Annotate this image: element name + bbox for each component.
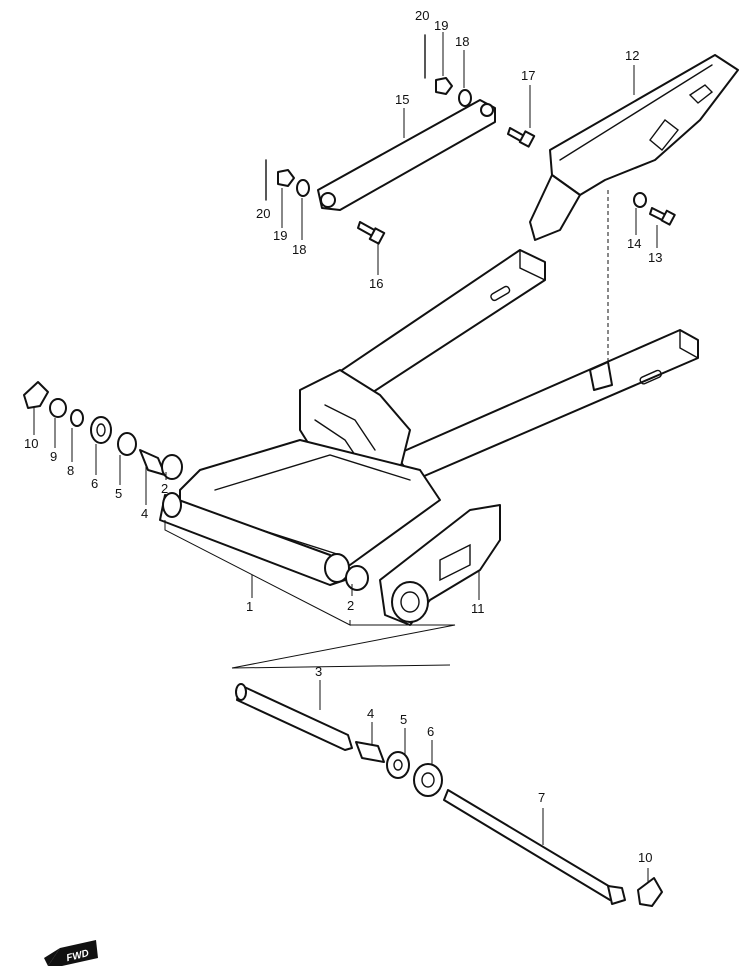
part-8-washer [70, 409, 84, 427]
callout-18: 18 [292, 242, 306, 257]
callout-10: 10 [638, 850, 652, 865]
callout-19: 19 [434, 18, 448, 33]
part-2-bearing-right [345, 565, 369, 591]
callout-6: 6 [91, 476, 98, 491]
part-5-seal-left [117, 432, 137, 456]
callout-17: 17 [521, 68, 535, 83]
part-15-torque-link [317, 99, 496, 211]
callout-18: 18 [455, 34, 469, 49]
part-10-cap-right [637, 877, 663, 907]
callout-11: 11 [471, 601, 485, 616]
callout-10: 10 [24, 436, 38, 451]
leader-lines [33, 32, 658, 882]
part-19-nut-upper [435, 77, 453, 95]
part-7-pivot-shaft [443, 789, 626, 905]
forward-direction-badge: FWD [44, 940, 98, 966]
part-9-nut [49, 398, 67, 418]
part-4-collar-right [355, 741, 385, 763]
callout-6: 6 [427, 724, 434, 739]
part-5-seal-right [386, 751, 410, 779]
callout-3: 3 [315, 664, 322, 679]
part-4-collar-left [139, 449, 166, 476]
callout-15: 15 [395, 92, 409, 107]
callout-14: 14 [627, 236, 641, 251]
callout-5: 5 [400, 712, 407, 727]
part-16-bolt [357, 221, 386, 245]
part-3-spacer-tube [235, 683, 353, 751]
part-12-chain-guard [529, 54, 739, 241]
callout-20: 20 [415, 8, 429, 23]
callout-4: 4 [141, 506, 148, 521]
callout-labels: 1 2 2 3 4 4 5 5 6 6 7 8 9 10 10 11 12 13… [24, 8, 662, 865]
part-18-washer-left [296, 179, 310, 197]
part-2-bearing-left [161, 454, 183, 480]
part-13-bolt [649, 207, 676, 226]
forward-badge-label: FWD [65, 948, 90, 964]
callout-5: 5 [115, 486, 122, 501]
part-6-bushing-right [413, 763, 443, 797]
part-1-swingarm [159, 249, 699, 669]
callout-2: 2 [347, 598, 354, 613]
callout-1: 1 [246, 599, 253, 614]
callout-2: 2 [161, 481, 168, 496]
part-6-bushing-left [90, 416, 112, 444]
part-14-washer [633, 192, 647, 208]
callout-9: 9 [50, 449, 57, 464]
part-11-chain-slider [379, 504, 501, 626]
callout-12: 12 [625, 48, 639, 63]
callout-13: 13 [648, 250, 662, 265]
callout-4: 4 [367, 706, 374, 721]
part-10-cap-left [23, 381, 49, 409]
callout-16: 16 [369, 276, 383, 291]
part-19-nut-left [277, 169, 295, 187]
part-18-washer-upper [458, 89, 472, 107]
callout-8: 8 [67, 463, 74, 478]
part-17-bolt [507, 127, 536, 148]
callout-20: 20 [256, 206, 270, 221]
callout-19: 19 [273, 228, 287, 243]
callout-7: 7 [538, 790, 545, 805]
